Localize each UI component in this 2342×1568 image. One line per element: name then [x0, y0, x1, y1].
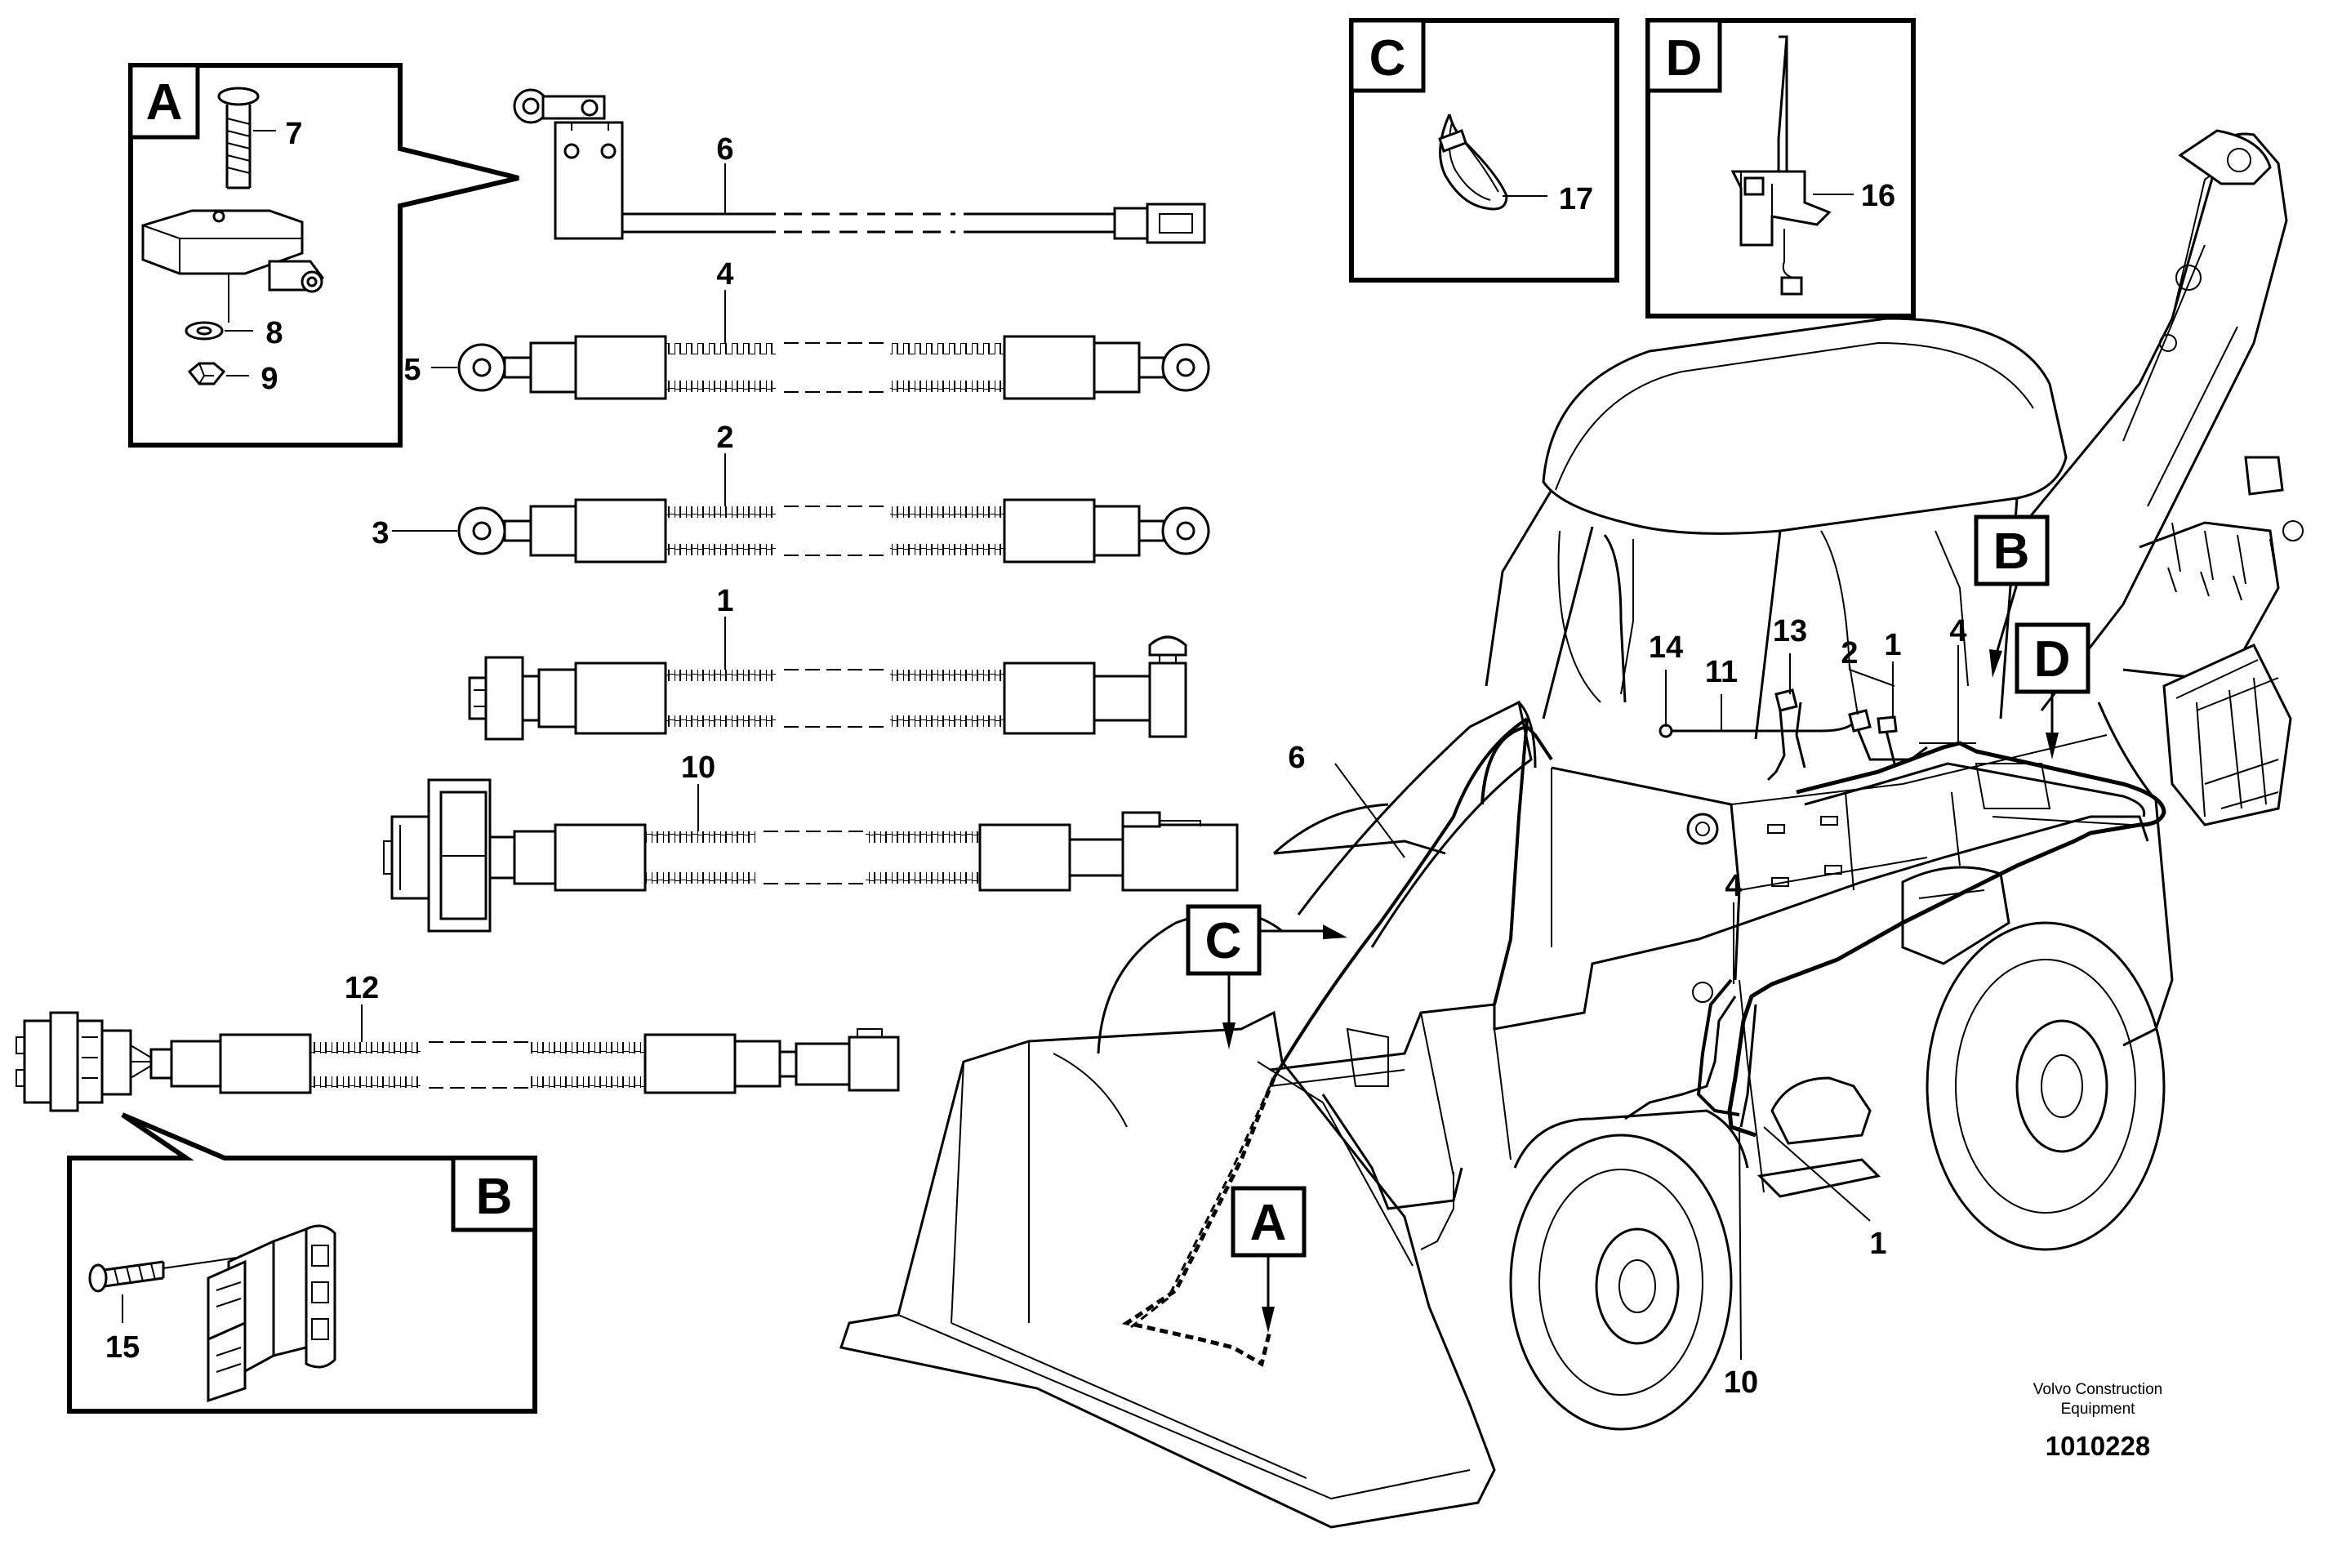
machine-labels: 6 14 11 13 2 1 4 4 1 10: [1288, 614, 1966, 1400]
detail-box-c: C 17: [1349, 18, 1619, 283]
part-label-7: 7: [285, 117, 302, 151]
part-label-8: 8: [265, 316, 283, 350]
harness-4: [457, 335, 1210, 400]
callout-b: B: [1974, 514, 2050, 678]
machine-label-13: 13: [1773, 614, 1807, 648]
part-label-4: 4: [716, 257, 733, 292]
nut-icon: [187, 362, 226, 385]
harness-2: [457, 498, 1210, 564]
figure-credit: Volvo Construction Equipment 1010228: [2033, 1381, 2162, 1461]
credit-line-2: Equipment: [2061, 1401, 2136, 1418]
cable-tie-icon: [1438, 114, 1508, 211]
backhoe-loader-illustration: [839, 129, 2304, 1529]
credit-line-1: Volvo Construction: [2033, 1381, 2162, 1398]
bracket-clip-icon: [1730, 35, 1832, 296]
switch-module-icon: [207, 1224, 336, 1403]
part-label-17: 17: [1559, 182, 1593, 216]
harness-1: [468, 635, 1187, 741]
part-label-1: 1: [716, 584, 733, 618]
machine-label-1-bottom: 1: [1869, 1227, 1886, 1261]
detail-box-letter-a: A: [146, 74, 183, 131]
bolt-icon: [217, 87, 260, 189]
detail-box-d: D 16: [1645, 18, 1916, 318]
harness-6: [513, 88, 1206, 244]
machine-label-4-mid: 4: [1725, 869, 1742, 903]
machine-label-6: 6: [1288, 741, 1305, 775]
machine-label-11: 11: [1705, 655, 1738, 689]
part-label-10: 10: [681, 751, 715, 785]
callout-d: D: [2015, 622, 2090, 760]
detail-box-letter-b: B: [476, 1169, 513, 1225]
callout-letter-c: C: [1205, 913, 1242, 969]
washer-icon: [185, 321, 224, 341]
machine-label-2: 2: [1841, 636, 1858, 670]
part-label-2: 2: [716, 421, 733, 455]
machine-label-4-top: 4: [1949, 614, 1966, 648]
limit-switch-body: [141, 209, 324, 293]
callout-letter-b: B: [1993, 523, 2030, 580]
document-number: 1010228: [2046, 1431, 2150, 1461]
callout-c: C: [1186, 904, 1347, 1049]
detail-box-a: A 7 8 9: [128, 63, 519, 448]
screw-icon: [88, 1260, 165, 1293]
callout-letter-a: A: [1250, 1195, 1287, 1251]
part-label-15: 15: [105, 1330, 140, 1365]
part-label-3: 3: [372, 516, 389, 550]
part-label-12: 12: [345, 971, 379, 1005]
part-label-6: 6: [716, 132, 733, 167]
machine-label-14: 14: [1649, 630, 1683, 665]
machine-label-1-top: 1: [1884, 628, 1901, 662]
harness-10: [383, 778, 1239, 933]
routed-harnesses: [1121, 688, 2166, 1367]
callout-a: A: [1231, 1186, 1307, 1333]
part-label-5: 5: [403, 353, 421, 387]
detail-box-letter-c: C: [1369, 30, 1406, 87]
harness-12: [16, 1011, 900, 1112]
detail-box-letter-d: D: [1666, 30, 1703, 87]
machine-label-10: 10: [1724, 1365, 1758, 1400]
callout-letter-d: D: [2034, 631, 2071, 688]
part-label-9: 9: [260, 362, 278, 396]
part-label-16: 16: [1861, 179, 1895, 213]
detail-box-b: B 15: [67, 1112, 537, 1414]
